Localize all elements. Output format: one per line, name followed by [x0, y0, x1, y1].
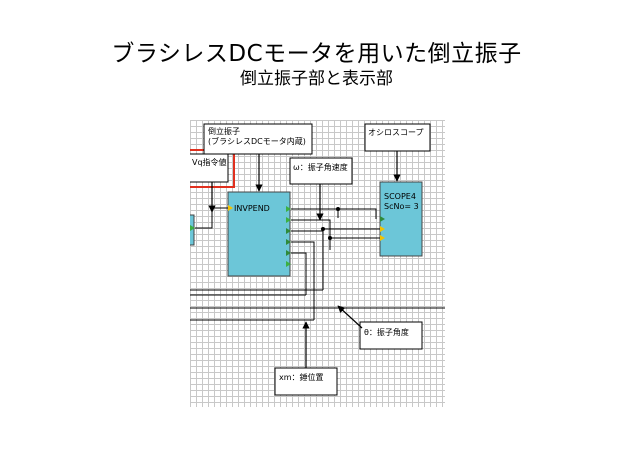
wire-out2: [291, 219, 331, 250]
scope-block[interactable]: [379, 181, 423, 257]
scope-block-line1: SCOPE4: [384, 192, 416, 201]
invpend-output-port-1: [286, 206, 291, 212]
vq-annotation-text: Vq指令値: [192, 157, 227, 167]
left-block-output-port: [190, 225, 195, 231]
wire-vq-input: [195, 207, 228, 229]
invpend-input-port: [228, 205, 233, 211]
wire-scope-in1: [338, 208, 377, 219]
invpend-output-port-6: [286, 261, 291, 267]
invpend-output-port-4: [286, 239, 291, 245]
wire-out1: [291, 208, 339, 218]
junction-dots: [321, 207, 340, 240]
annotation-arrows: [208, 151, 401, 368]
invpend-output-port-5: [286, 250, 291, 256]
scope-input-port-1: [380, 216, 385, 222]
arrow-theta: [337, 305, 363, 329]
scope-annotation-box[interactable]: [364, 123, 431, 152]
invpend-block-label: INVPEND: [234, 204, 270, 213]
omega-annotation-box[interactable]: [289, 157, 353, 185]
block-diagram-canvas: Vq指令値 倒立振子 (ブラシレスDCモータ内蔵) オシロスコープ ω：振子角速…: [190, 120, 445, 407]
slide-title: ブラシレスDCモータを用いた倒立振子: [111, 41, 522, 67]
xm-annotation-box[interactable]: [274, 367, 338, 396]
scope-block-line2: ScNo= 3: [384, 202, 419, 211]
invpend-annotation-line1: 倒立振子: [208, 126, 240, 136]
scope-input-port-2: [380, 226, 385, 232]
invpend-annotation-box[interactable]: [203, 123, 313, 155]
theta-annotation-text: θ：振子角度: [364, 327, 409, 337]
invpend-block[interactable]: [227, 191, 291, 277]
invpend-output-port-3: [286, 228, 291, 234]
theta-annotation-box[interactable]: [359, 321, 423, 350]
invpend-annotation-line2: (ブラシレスDCモータ内蔵): [208, 136, 306, 146]
wire-out4: [291, 241, 315, 320]
wire-out5: [291, 252, 307, 295]
xm-annotation-text: xm：錘位置: [279, 372, 324, 382]
left-partial-block[interactable]: [190, 214, 195, 246]
scope-annotation-text: オシロスコープ: [368, 128, 424, 137]
block-diagram-svg: Vq指令値 倒立振子 (ブラシレスDCモータ内蔵) オシロスコープ ω：振子角速…: [190, 123, 445, 396]
omega-annotation-text: ω：振子角速度: [293, 162, 348, 172]
wire-out3: [291, 230, 324, 290]
slide-subtitle: 倒立振子部と表示部: [240, 69, 393, 89]
scope-input-port-3: [380, 235, 385, 241]
invpend-output-port-2: [286, 217, 291, 223]
